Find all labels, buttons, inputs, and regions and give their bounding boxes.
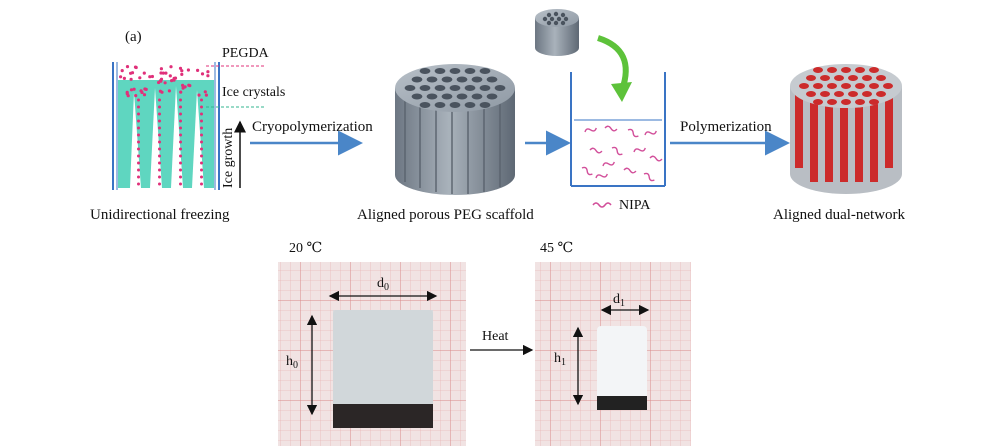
pegda-dots (119, 65, 210, 186)
d1-letter: d (613, 292, 620, 307)
photo-20c (278, 262, 466, 446)
scaffold-caption: Aligned porous PEG scaffold (357, 207, 534, 223)
panel-label: (a) (125, 29, 142, 45)
d0-subscript: 0 (384, 282, 389, 293)
dual-network-cylinder (790, 64, 902, 194)
h0-subscript: 0 (293, 360, 298, 371)
green-curved-arrow (596, 35, 629, 91)
pegda-label: PEGDA (222, 46, 269, 61)
nipa-legend-symbol (592, 202, 612, 208)
h1-subscript: 1 (561, 357, 566, 368)
heat-label: Heat (482, 329, 509, 344)
dual-network-caption: Aligned dual-network (773, 207, 906, 223)
temp-20c-label: 20 ℃ (289, 241, 323, 256)
temp-45c-label: 45 ℃ (540, 241, 574, 256)
d1-subscript: 1 (620, 298, 625, 309)
h1-letter: h (554, 351, 561, 366)
h0-label: h0 (286, 355, 298, 371)
photo-45c (535, 262, 691, 446)
small-scaffold (535, 9, 579, 56)
ice-crystals-label: Ice crystals (222, 85, 286, 100)
d0-letter: d (377, 276, 384, 291)
h0-letter: h (286, 354, 293, 369)
freezing-container (112, 62, 266, 190)
d1-label: d1 (613, 293, 625, 309)
beaker (570, 72, 666, 187)
nipa-label: NIPA (619, 198, 651, 213)
polymerization-label: Polymerization (680, 119, 772, 135)
d0-label: d0 (377, 277, 389, 293)
ice-growth-label: Ice growth (221, 127, 236, 188)
unidirectional-freezing-caption: Unidirectional freezing (90, 207, 230, 223)
cryopolymerization-label: Cryopolymerization (252, 119, 373, 135)
h1-label: h1 (554, 352, 566, 368)
porous-scaffold (395, 64, 515, 195)
